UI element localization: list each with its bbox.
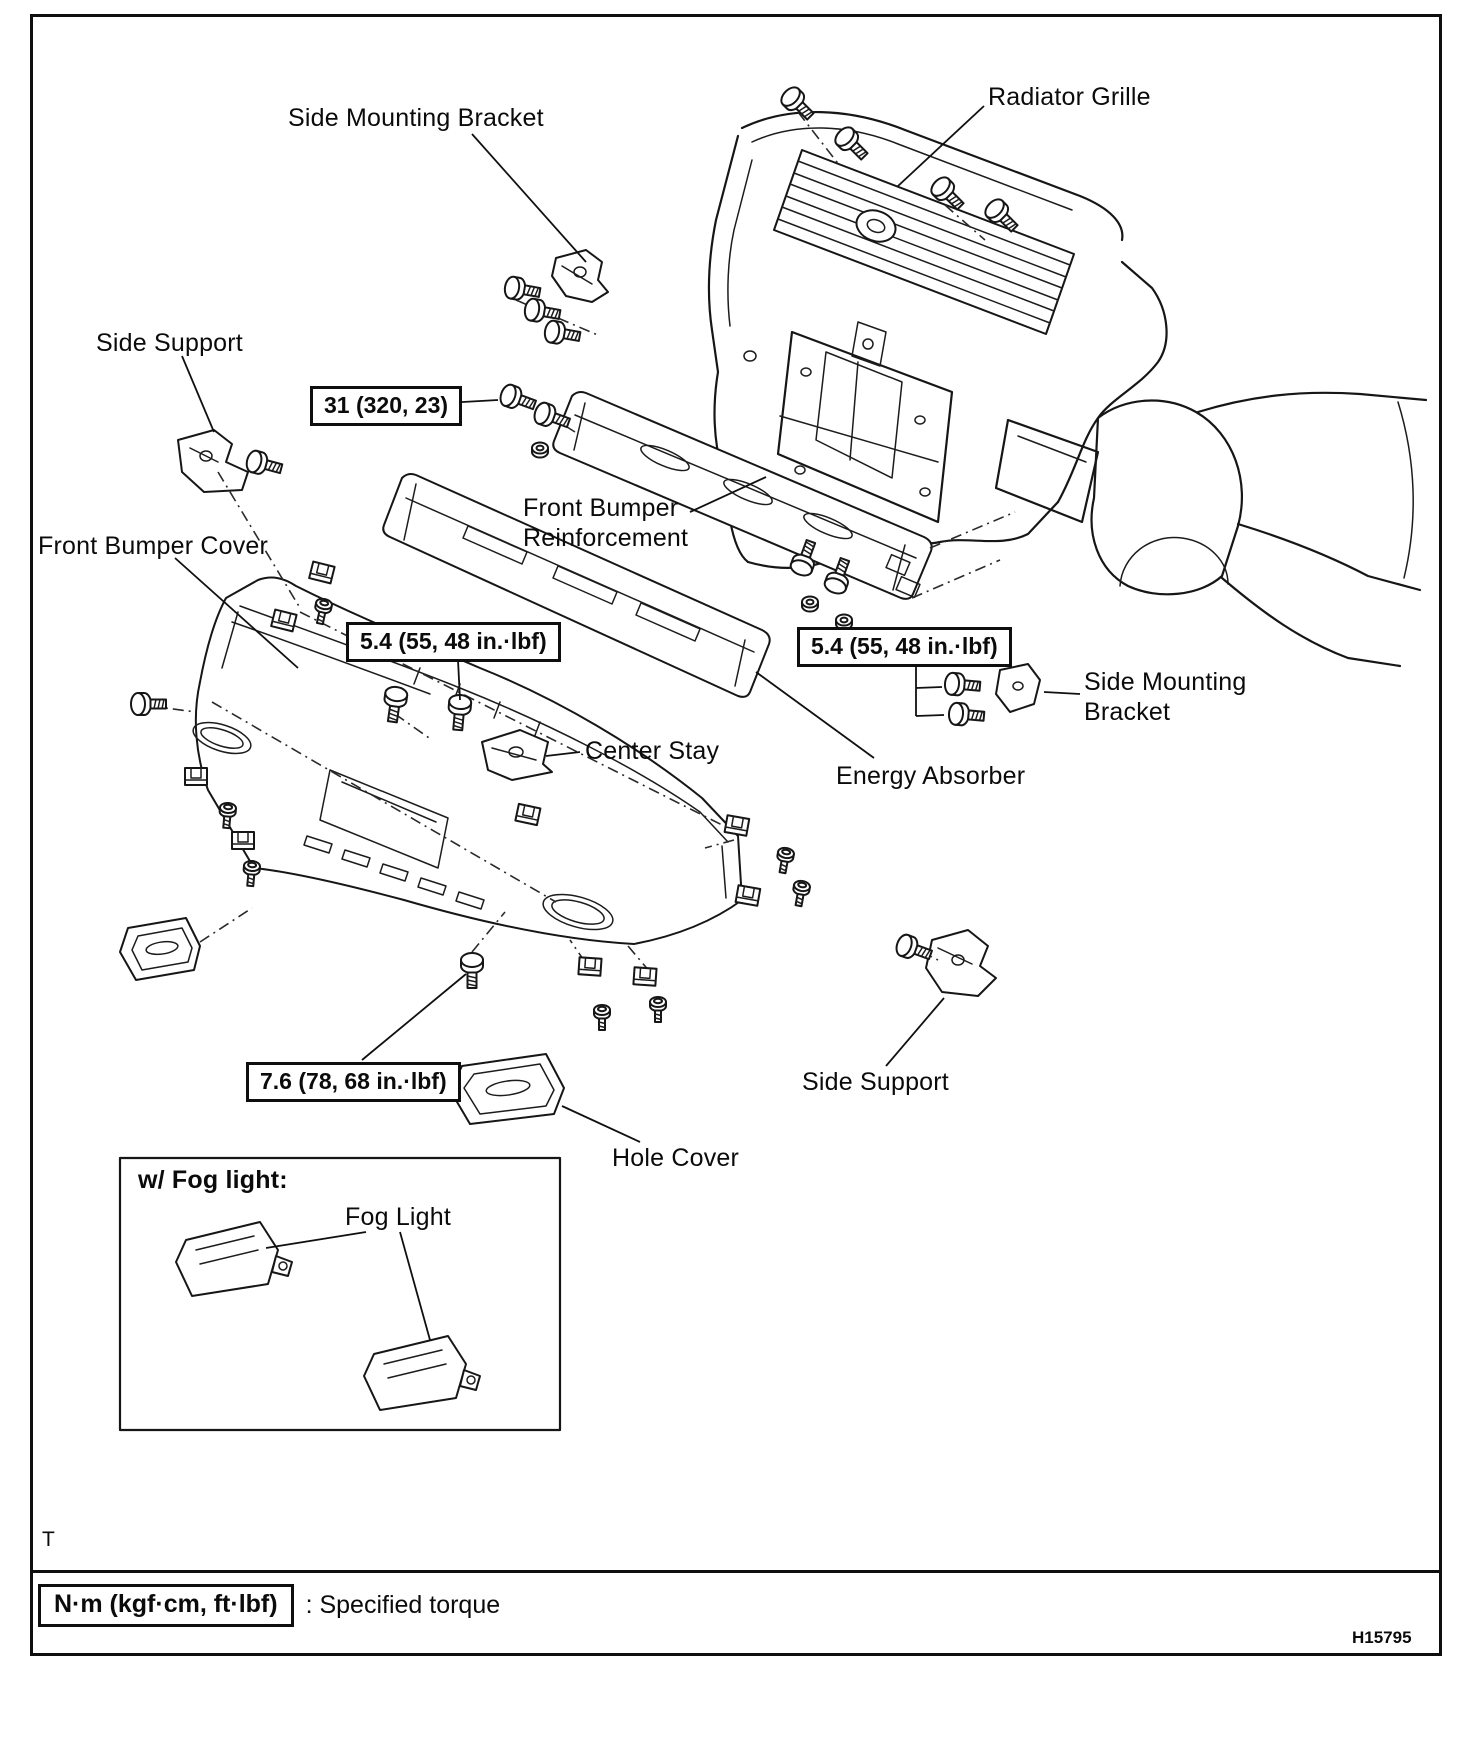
bolt-icon [460, 952, 484, 989]
torque-box-bumper-bolt: 7.6 (78, 68 in.·lbf) [246, 1062, 461, 1102]
side-support-right-drawing [925, 929, 997, 997]
screw-icon [789, 878, 812, 909]
side-support-left-drawing [177, 429, 249, 493]
screw-icon [773, 845, 796, 876]
leader-lines [174, 105, 1081, 1341]
bolt-icon [947, 701, 986, 729]
torque-box-absorber-right: 5.4 (55, 48 in.·lbf) [797, 627, 1012, 667]
label-side-support-right: Side Support [802, 1068, 949, 1096]
clip-icon [734, 884, 762, 907]
side-mounting-bracket-top-drawing [551, 249, 609, 303]
label-energy-absorber: Energy Absorber [836, 762, 1026, 790]
bolt-icon [830, 122, 874, 166]
clip-icon [514, 802, 542, 827]
label-radiator-grille: Radiator Grille [988, 83, 1151, 111]
label-front-bumper-cover: Front Bumper Cover [38, 532, 269, 560]
label-fog-light-section: w/ Fog light: [138, 1166, 288, 1194]
nut-icon [531, 441, 549, 459]
label-hole-cover: Hole Cover [612, 1144, 740, 1172]
bolt-icon [130, 692, 167, 716]
torque-legend: N·m (kgf·cm, ft·lbf) : Specified torque [38, 1584, 500, 1627]
bolt-icon [542, 318, 583, 349]
corner-letter: T [42, 1528, 55, 1551]
label-fog-light: Fog Light [345, 1203, 452, 1231]
label-side-mounting-bracket-top: Side Mounting Bracket [288, 104, 544, 132]
nut-icon [801, 595, 819, 613]
clip-icon [184, 767, 208, 786]
front-bumper-cover-drawing [192, 576, 743, 945]
label-center-stay: Center Stay [585, 737, 720, 765]
hole-cover-small-drawing [119, 917, 201, 981]
torque-unit-box: N·m (kgf·cm, ft·lbf) [38, 1584, 294, 1627]
screw-icon [649, 996, 667, 1023]
fog-light-1-drawing [175, 1221, 293, 1297]
clip-icon [308, 560, 336, 585]
label-side-support-left: Side Support [96, 329, 243, 357]
bolt-icon [496, 381, 540, 417]
label-side-mounting-bracket-right: Side Mounting Bracket [1084, 668, 1247, 726]
page-border [30, 14, 1442, 1656]
bolt-icon [776, 82, 820, 126]
label-front-bumper-reinforcement: Front Bumper Reinforcement [523, 494, 689, 552]
center-stay-drawing [481, 729, 553, 781]
torque-legend-text: : Specified torque [305, 1591, 501, 1619]
energy-absorber-drawing [382, 473, 771, 698]
clip-icon [577, 956, 603, 977]
bolt-icon [943, 671, 982, 699]
fog-light-2-drawing [363, 1335, 481, 1411]
screw-icon [241, 859, 262, 888]
clip-icon [632, 966, 658, 987]
torque-box-absorber-left: 5.4 (55, 48 in.·lbf) [346, 622, 561, 662]
legend-divider [30, 1570, 1442, 1573]
side-mounting-bracket-right-drawing [995, 663, 1041, 713]
figure-code: H15795 [1352, 1628, 1412, 1647]
torque-box-reinforcement: 31 (320, 23) [310, 386, 463, 426]
hole-cover-drawing [449, 1053, 565, 1125]
clip-icon [723, 814, 751, 837]
bolt-icon [243, 448, 285, 481]
screw-icon [593, 1004, 611, 1031]
fog-light-section-box [118, 1156, 562, 1432]
radiator-grille-assembly-drawing [707, 111, 1428, 668]
clip-icon [231, 831, 255, 850]
